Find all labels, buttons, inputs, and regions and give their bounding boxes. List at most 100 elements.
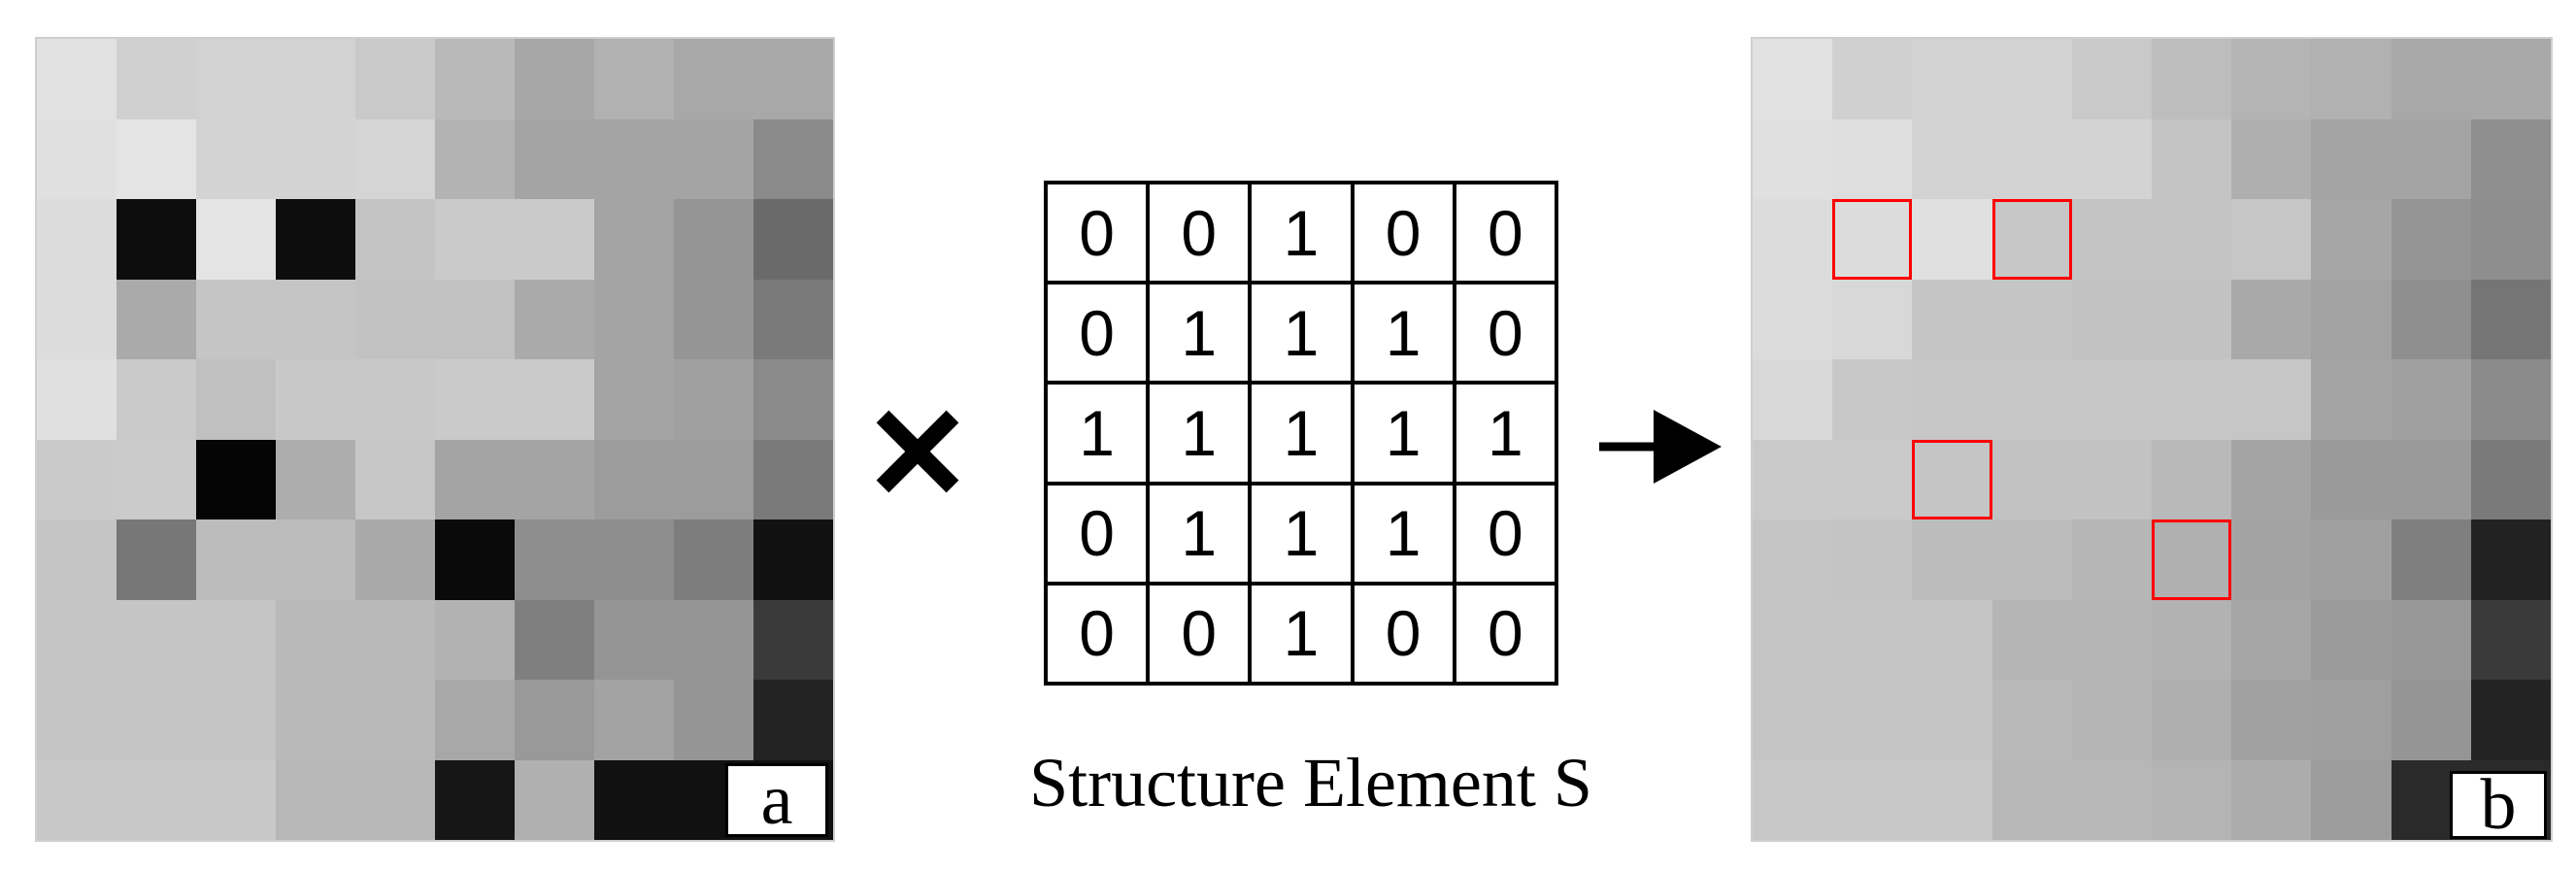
pixel-cell xyxy=(1753,199,1833,280)
pixel-cell xyxy=(515,680,594,760)
pixel-cell xyxy=(435,279,515,359)
pixel-cell xyxy=(435,118,515,199)
pixel-cell xyxy=(276,279,355,359)
pixel-cell xyxy=(2071,199,2152,280)
pixel-cell xyxy=(276,439,355,519)
highlighted-pixel-box xyxy=(1912,439,1992,519)
pixel-cell xyxy=(196,599,276,680)
matrix-cell: 1 xyxy=(1248,481,1355,586)
pixel-cell xyxy=(196,199,276,280)
pixel-cell xyxy=(196,439,276,519)
pixel-cell xyxy=(2231,519,2312,600)
matrix-cell: 0 xyxy=(1043,281,1151,385)
pixel-cell xyxy=(2231,439,2312,519)
pixel-cell xyxy=(594,39,674,119)
pixel-cell xyxy=(276,680,355,760)
pixel-cell xyxy=(196,759,276,840)
pixel-cell xyxy=(674,279,753,359)
pixel-cell xyxy=(753,359,833,440)
pixel-cell xyxy=(355,439,435,519)
pixel-cell xyxy=(355,680,435,760)
panel-label-a: a xyxy=(725,763,828,837)
pixel-cell xyxy=(753,439,833,519)
pixel-cell xyxy=(515,279,594,359)
pixel-cell xyxy=(2151,680,2232,760)
pixel-cell xyxy=(355,279,435,359)
matrix-cell: 0 xyxy=(1146,180,1253,285)
pixel-cell xyxy=(2071,680,2152,760)
pixel-cell xyxy=(2391,599,2471,680)
pixel-cell xyxy=(355,759,435,840)
pixel-cell xyxy=(117,118,196,199)
pixel-cell xyxy=(2231,680,2312,760)
pixel-cell xyxy=(2311,279,2392,359)
pixel-cell xyxy=(196,118,276,199)
pixel-cell xyxy=(2470,279,2551,359)
pixel-cell xyxy=(1753,39,1833,119)
pixel-cell xyxy=(2391,680,2471,760)
pixel-cell xyxy=(1912,599,1992,680)
pixel-cell xyxy=(37,519,117,600)
pixel-cell xyxy=(2071,39,2152,119)
pixel-cell xyxy=(1832,199,1913,280)
matrix-cell: 1 xyxy=(1452,381,1559,486)
pixel-cell xyxy=(594,759,674,840)
pixel-cell xyxy=(37,680,117,760)
pixel-cell xyxy=(355,199,435,280)
output-image-panel-b xyxy=(1751,37,2553,842)
pixel-cell xyxy=(2231,359,2312,440)
pixel-cell xyxy=(37,199,117,280)
pixel-cell xyxy=(2071,439,2152,519)
pixel-cell xyxy=(2311,759,2392,840)
pixel-cell xyxy=(594,279,674,359)
matrix-cell: 0 xyxy=(1350,581,1456,687)
pixel-cell xyxy=(1753,439,1833,519)
pixel-cell xyxy=(117,519,196,600)
pixel-cell xyxy=(1991,759,2072,840)
pixel-cell xyxy=(1912,519,1992,600)
highlighted-pixel-box xyxy=(1832,199,1913,280)
pixel-cell xyxy=(2231,279,2312,359)
pixel-cell xyxy=(1832,279,1913,359)
matrix-cell: 0 xyxy=(1043,481,1151,586)
pixel-cell xyxy=(753,519,833,600)
pixel-cell xyxy=(674,680,753,760)
pixel-cell xyxy=(2311,359,2392,440)
pixel-cell xyxy=(1832,680,1913,760)
pixel-cell xyxy=(196,39,276,119)
pixel-cell xyxy=(355,39,435,119)
pixel-cell xyxy=(355,599,435,680)
pixel-cell xyxy=(276,118,355,199)
pixel-cell xyxy=(1832,439,1913,519)
pixel-cell xyxy=(1753,359,1833,440)
pixel-cell xyxy=(196,680,276,760)
pixel-cell xyxy=(1753,519,1833,600)
pixel-cell xyxy=(2470,680,2551,760)
matrix-cell: 1 xyxy=(1248,281,1355,385)
pixel-cell xyxy=(196,359,276,440)
pixel-cell xyxy=(2470,118,2551,199)
pixel-cell xyxy=(2151,359,2232,440)
pixel-cell xyxy=(2071,599,2152,680)
pixel-cell xyxy=(117,680,196,760)
pixel-cell xyxy=(2071,759,2152,840)
pixel-cell xyxy=(515,359,594,440)
pixel-cell xyxy=(753,39,833,119)
pixel-cell xyxy=(435,680,515,760)
pixel-cell xyxy=(674,39,753,119)
pixel-cell xyxy=(1991,680,2072,760)
pixel-cell xyxy=(594,118,674,199)
matrix-cell: 1 xyxy=(1146,481,1253,586)
pixel-cell xyxy=(2391,359,2471,440)
pixel-cell xyxy=(435,599,515,680)
pixel-cell xyxy=(276,199,355,280)
pixel-cell xyxy=(2071,519,2152,600)
matrix-cell: 1 xyxy=(1350,481,1456,586)
pixel-cell xyxy=(2470,519,2551,600)
pixel-cell xyxy=(594,519,674,600)
matrix-row: 0 1 1 1 0 xyxy=(1043,281,1559,385)
pixel-cell xyxy=(117,439,196,519)
pixel-cell xyxy=(2151,599,2232,680)
matrix-row: 0 1 1 1 0 xyxy=(1043,481,1559,586)
matrix-cell: 1 xyxy=(1248,180,1355,285)
